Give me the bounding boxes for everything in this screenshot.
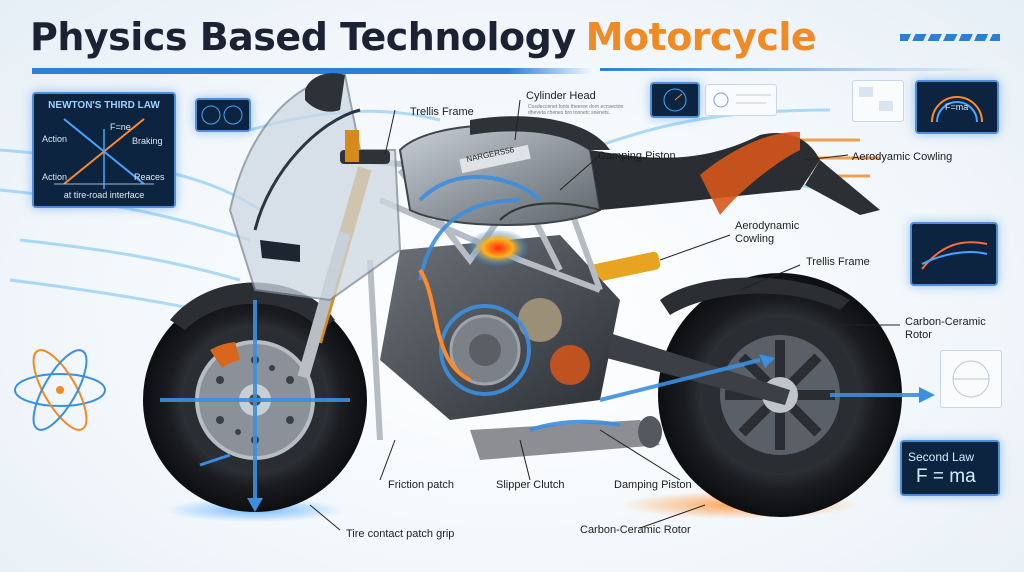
force-vector-diagram: [54, 118, 154, 189]
newtons-third-law-panel: NEWTON'S THIRD LAW Action F=ne Braking A…: [32, 92, 176, 208]
label-aero-cowling-mid: Aerodynamic Cowling: [735, 220, 800, 245]
title-underline: [32, 68, 592, 74]
label-trellis-frame-top: Trellis Frame: [410, 106, 474, 118]
label-tire-contact: Tire contact patch grip: [346, 528, 455, 540]
label-trellis-frame-mid: Trellis Frame: [806, 256, 870, 268]
accent-underline: [600, 68, 990, 71]
title-accent: Motorcycle: [585, 15, 817, 59]
newtons-panel-title: NEWTON'S THIRD LAW: [48, 100, 160, 111]
label-damping-piston-bottom: Damping Piston: [614, 479, 692, 491]
label-slipper-clutch: Slipper Clutch: [496, 479, 565, 491]
label-friction-patch: Friction patch: [388, 479, 455, 491]
chart-card: [852, 80, 904, 122]
second-law-formula: F = ma: [916, 466, 976, 487]
label-cylinder-head: Cylinder Head: [526, 90, 596, 102]
gauge-icon: [650, 82, 700, 118]
newtons-action-bottom: Action: [42, 172, 68, 182]
second-law-panel: Second Law F = ma: [900, 440, 1000, 496]
label-aero-cowling-right: Aerodyamic Cowling: [852, 151, 953, 163]
label-damping-piston-top: Damping Piston: [598, 150, 676, 162]
radar-icon: [195, 98, 251, 132]
small-formula: F=ma: [945, 102, 969, 112]
wheel-diagram-icon: [940, 350, 1002, 408]
newtons-reaction: Reaces: [134, 172, 165, 182]
newtons-force: F=ne: [110, 122, 131, 132]
wind-tunnel-icon: [910, 222, 998, 286]
label-carbon-ceramic-right: Carbon-Ceramic Rotor: [905, 316, 986, 341]
label-carbon-ceramic-bottom: Carbon-Ceramic Rotor: [580, 524, 691, 536]
title-main: Physics Based Technology: [30, 15, 576, 59]
info-card-top: [705, 84, 777, 116]
speedometer-panel: F=ma: [915, 80, 999, 134]
title-underline-right: [900, 34, 1000, 41]
cylinder-caption: Cosdeccenet fonts theeree dorn ecnvecton…: [528, 104, 624, 116]
newtons-action-top: Action: [42, 134, 68, 144]
second-law-title: Second Law: [908, 450, 975, 464]
newtons-footer: at tire-road interface: [63, 190, 145, 200]
newtons-braking: Braking: [132, 136, 163, 146]
